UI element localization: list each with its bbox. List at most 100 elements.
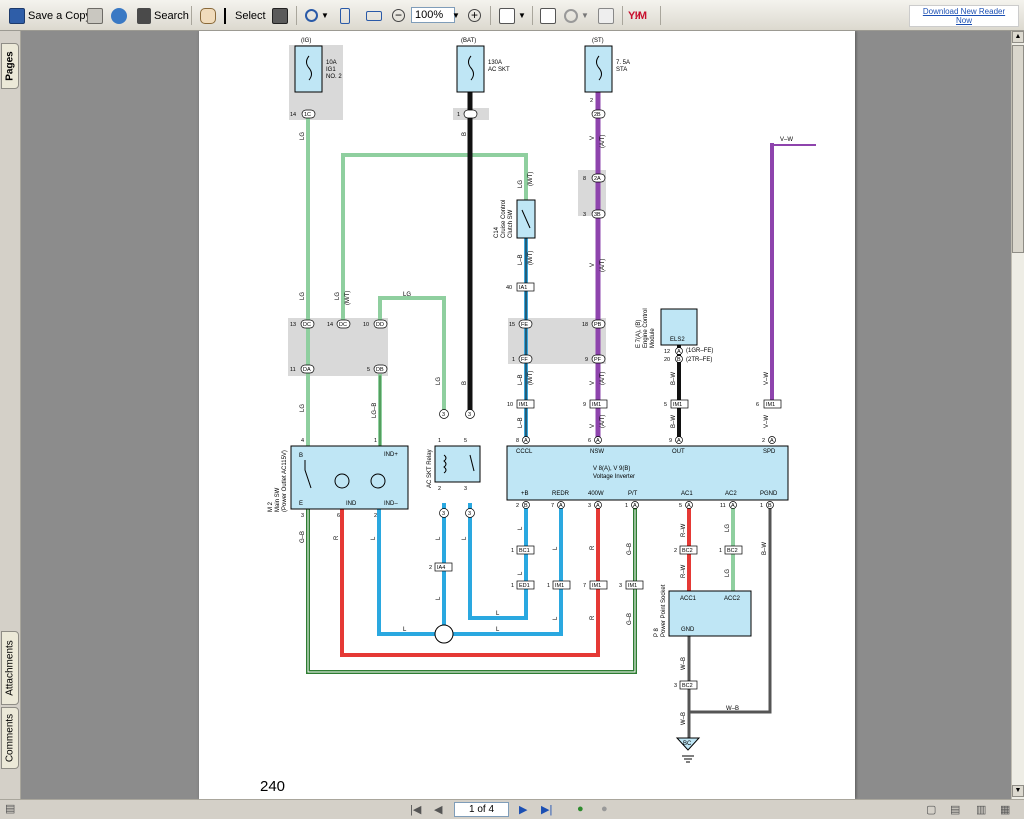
email-button[interactable]: [111, 5, 127, 26]
svg-text:BC: BC: [683, 741, 692, 747]
svg-text:3B: 3B: [594, 212, 601, 218]
zoom-tool-button[interactable]: ▼: [305, 5, 329, 26]
go-back-button[interactable]: ●: [577, 803, 584, 815]
zoom-level-field[interactable]: 100%: [411, 7, 455, 23]
fit-height-button[interactable]: [340, 5, 350, 26]
last-page-button[interactable]: ▶|: [541, 803, 552, 816]
svg-text:(A/T): (A/T): [600, 372, 606, 385]
zoom-in-button[interactable]: +: [468, 5, 481, 26]
inverter-pin-ac1: A5: [679, 501, 693, 509]
yahoo-button[interactable]: Y!⁄M: [628, 5, 647, 26]
scroll-thumb[interactable]: [1012, 45, 1024, 253]
fit-width-icon: [366, 10, 382, 21]
fuse-ig-name: IG1: [326, 67, 336, 73]
globe-mail-icon: [111, 7, 127, 24]
select-tool-button[interactable]: Select: [224, 5, 266, 26]
svg-text:3: 3: [468, 511, 471, 517]
svg-text:Main SW: Main SW: [275, 487, 281, 512]
zoom-out-button[interactable]: −: [392, 5, 405, 26]
previous-page-button[interactable]: ◀: [434, 803, 442, 816]
tab-comments[interactable]: Comments: [1, 707, 19, 769]
svg-text:L: L: [496, 611, 500, 617]
snapshot-button[interactable]: [272, 5, 288, 26]
chevron-down-icon: ▼: [321, 11, 329, 20]
svg-text:V: V: [590, 263, 596, 267]
svg-text:L–B: L–B: [518, 374, 524, 385]
inverter-pin-pgnd: B1: [760, 501, 774, 509]
tab-attachments[interactable]: Attachments: [1, 631, 19, 705]
svg-text:11: 11: [720, 503, 726, 509]
svg-text:DC: DC: [303, 322, 311, 328]
panel-toggle-icon[interactable]: ▤: [5, 803, 16, 815]
svg-text:3: 3: [301, 513, 304, 519]
svg-text:L: L: [436, 536, 442, 540]
continuous-facing-view-button[interactable]: ▦: [1000, 803, 1010, 816]
svg-text:9: 9: [583, 402, 586, 408]
svg-text:LG: LG: [436, 377, 442, 385]
fuse-ig-name: NO. 2: [326, 74, 342, 80]
svg-text:R: R: [590, 615, 596, 620]
rotate-button[interactable]: ▼: [564, 5, 589, 26]
search-button[interactable]: Search: [137, 5, 189, 26]
scroll-down-button[interactable]: ▼: [1012, 785, 1024, 797]
svg-text:PF: PF: [594, 357, 602, 363]
svg-text:3: 3: [442, 412, 445, 418]
next-page-button[interactable]: ▶: [519, 803, 527, 816]
zoom-dropdown[interactable]: ▼: [452, 5, 460, 26]
svg-text:L: L: [518, 571, 524, 575]
svg-text:L: L: [403, 627, 407, 633]
svg-text:IND+: IND+: [384, 452, 398, 458]
svg-text:L: L: [496, 627, 500, 633]
fit-width-button[interactable]: [366, 5, 382, 26]
svg-text:2: 2: [438, 486, 441, 492]
tab-pages[interactable]: Pages: [1, 43, 19, 89]
continuous-view-button[interactable]: ▤: [950, 803, 960, 816]
print-button[interactable]: [87, 5, 103, 26]
svg-text:IND: IND: [346, 501, 357, 507]
svg-text:14: 14: [290, 112, 296, 118]
printer-icon: [87, 7, 103, 24]
svg-text:BC2: BC2: [727, 548, 738, 554]
svg-text:1: 1: [547, 583, 550, 589]
first-page-button[interactable]: |◀: [410, 803, 421, 816]
svg-text:2B: 2B: [594, 112, 601, 118]
svg-text:(A/T): (A/T): [600, 135, 606, 148]
text-cursor-icon: [224, 7, 232, 24]
vertical-scrollbar[interactable]: ▲ ▼: [1011, 31, 1024, 799]
svg-text:2: 2: [374, 513, 377, 519]
navigation-panel: Pages Attachments Comments: [0, 31, 21, 799]
single-page-view-button[interactable]: ▢: [926, 803, 936, 816]
spell-check-button[interactable]: [540, 5, 556, 26]
svg-text:A: A: [731, 503, 735, 509]
svg-text:L: L: [436, 596, 442, 600]
connector-2b-top: 2B2: [590, 98, 606, 119]
scroll-up-button[interactable]: ▲: [1012, 31, 1024, 43]
hand-tool-button[interactable]: [200, 5, 216, 26]
svg-text:A: A: [687, 503, 691, 509]
svg-text:+B: +B: [521, 491, 529, 497]
save-copy-button[interactable]: Save a Copy: [9, 5, 91, 26]
svg-text:M 2: M 2: [268, 501, 274, 512]
svg-text:DC: DC: [339, 322, 347, 328]
svg-text:L–B: L–B: [518, 417, 524, 428]
svg-text:W–B: W–B: [681, 657, 687, 670]
download-reader-link[interactable]: Download New Reader Now: [909, 5, 1019, 27]
svg-text:1: 1: [457, 112, 460, 118]
page-number-field[interactable]: 1 of 4: [454, 802, 509, 817]
svg-text:ACC1: ACC1: [680, 596, 697, 602]
magnifier-icon: [305, 9, 318, 22]
wire-l: [377, 503, 446, 636]
hand-icon: [200, 7, 216, 24]
page-layout-button[interactable]: ▼: [499, 5, 526, 26]
svg-text:DD: DD: [376, 322, 384, 328]
toolbar-divider: [660, 6, 661, 25]
go-forward-button[interactable]: ●: [601, 803, 608, 815]
chevron-down-icon: ▼: [518, 11, 526, 20]
facing-view-button[interactable]: ▥: [976, 803, 986, 816]
svg-text:1C: 1C: [304, 112, 311, 118]
svg-text:B: B: [524, 503, 528, 509]
copy-button[interactable]: [598, 5, 614, 26]
